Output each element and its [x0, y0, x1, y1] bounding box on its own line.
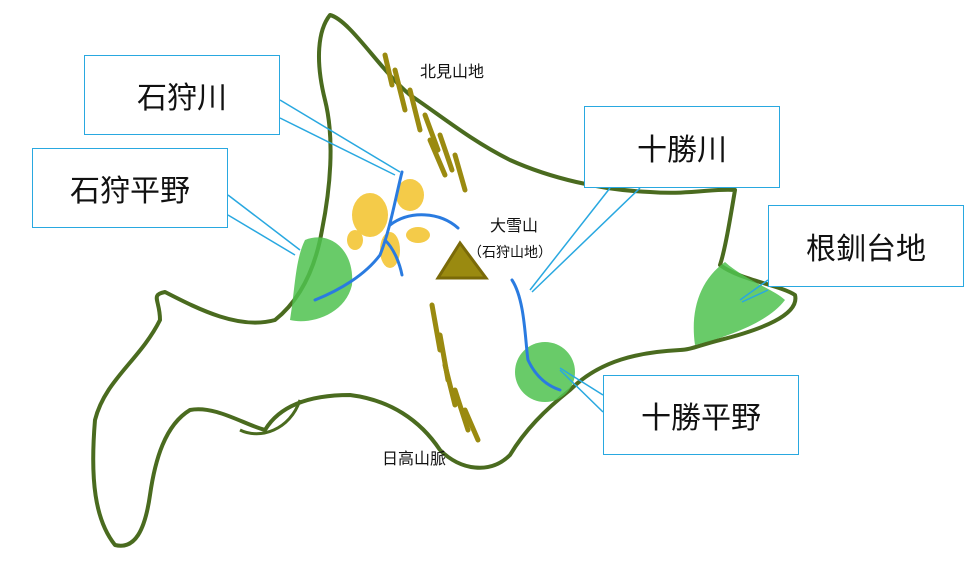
- kitami-mountains: [382, 52, 468, 193]
- hidaka-mountains: [429, 302, 481, 443]
- konsen-plateau-area: [693, 262, 785, 345]
- rivers: [313, 170, 562, 392]
- daisetsu-mountain: [435, 240, 489, 280]
- callout-lines: [227, 99, 769, 413]
- tokachi-river: [510, 278, 562, 392]
- label-daisetsu: 大雪山: [490, 216, 539, 235]
- tokachi-plain-area: [515, 342, 575, 402]
- callout-ishikari-plain: 石狩平野: [32, 148, 228, 228]
- label-hidaka-mountains: 日高山脈: [382, 449, 447, 468]
- callout-tokachi-river: 十勝川: [584, 106, 780, 188]
- coastline: [91, 13, 798, 548]
- ishikari-plain-area: [290, 237, 353, 322]
- label-ishikari-mountains: （石狩山地）: [468, 245, 552, 261]
- coast-notch: [239, 399, 302, 436]
- kamikawa-basin: [347, 179, 430, 268]
- callout-konsen-plateau: 根釧台地: [768, 205, 964, 287]
- callout-tokachi-plain: 十勝平野: [603, 375, 799, 455]
- label-kitami-mountains: 北見山地: [420, 62, 485, 81]
- ishikari-river: [313, 170, 404, 302]
- callout-ishikari-river: 石狩川: [84, 55, 280, 135]
